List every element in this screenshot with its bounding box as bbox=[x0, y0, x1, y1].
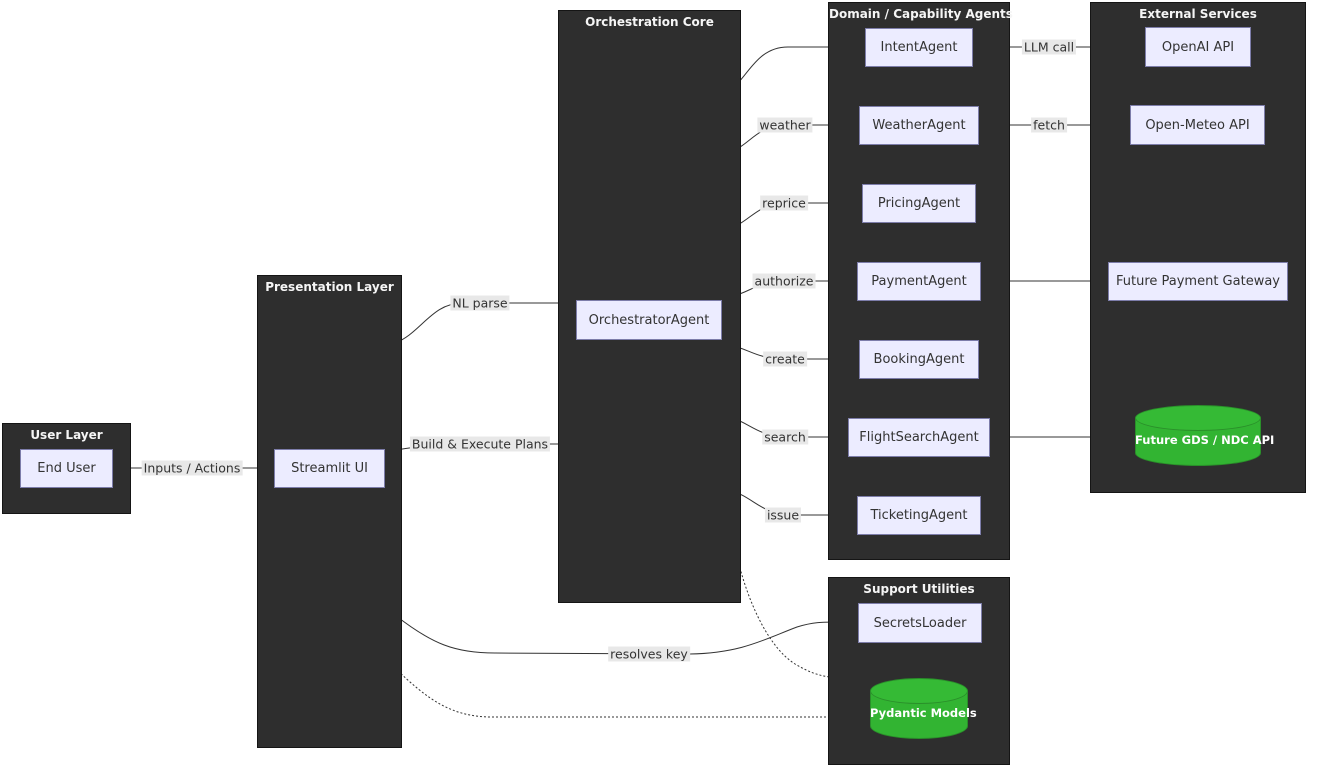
edge-label-reprice: reprice bbox=[760, 195, 808, 211]
node-future-gds-ndc-api-label: Future GDS / NDC API bbox=[1135, 433, 1275, 448]
node-pricing-agent: PricingAgent bbox=[862, 184, 976, 223]
cylinder-top-ellipse bbox=[1135, 405, 1261, 431]
cluster-orchestration-core-title: Orchestration Core bbox=[585, 15, 714, 29]
edge-label-authorize: authorize bbox=[752, 273, 816, 289]
node-ticketing-agent: TicketingAgent bbox=[857, 496, 981, 535]
edge-label-create: create bbox=[763, 351, 807, 367]
cluster-presentation-layer: Presentation Layer bbox=[257, 275, 402, 748]
cylinder-top-ellipse bbox=[870, 678, 968, 704]
node-streamlit-ui: Streamlit UI bbox=[274, 449, 385, 488]
cluster-user-layer-title: User Layer bbox=[30, 428, 103, 442]
node-openai-api: OpenAI API bbox=[1145, 27, 1251, 67]
edge-label-weather: weather bbox=[757, 117, 813, 133]
node-pydantic-models: Pydantic Models bbox=[870, 678, 977, 739]
edge-label-nl-parse: NL parse bbox=[450, 295, 510, 311]
cluster-support-utilities-title: Support Utilities bbox=[863, 582, 975, 596]
edge-label-resolves-key: resolves key bbox=[608, 646, 690, 662]
node-pydantic-models-label: Pydantic Models bbox=[870, 706, 977, 721]
edge-label-search: search bbox=[762, 429, 808, 445]
edge-label-inputs-actions: Inputs / Actions bbox=[141, 460, 243, 476]
node-future-gds-ndc-api: Future GDS / NDC API bbox=[1135, 405, 1275, 466]
cluster-external-services: External Services bbox=[1090, 2, 1306, 493]
edge-streamlit-pydantic-dotted bbox=[394, 667, 842, 718]
node-open-meteo-api: Open-Meteo API bbox=[1130, 105, 1265, 145]
cluster-domain-agents-title: Domain / Capability Agents bbox=[829, 7, 1013, 21]
node-payment-agent: PaymentAgent bbox=[857, 262, 981, 301]
edge-label-fetch: fetch bbox=[1031, 117, 1067, 133]
node-intent-agent: IntentAgent bbox=[865, 28, 973, 67]
cluster-external-services-title: External Services bbox=[1139, 7, 1257, 21]
node-weather-agent: WeatherAgent bbox=[859, 106, 979, 145]
node-flight-search-agent: FlightSearchAgent bbox=[848, 418, 990, 457]
node-booking-agent: BookingAgent bbox=[859, 340, 979, 379]
edge-label-build-execute-plans: Build & Execute Plans bbox=[409, 436, 551, 452]
cluster-presentation-layer-title: Presentation Layer bbox=[265, 280, 394, 294]
edge-streamlit-secretsloader bbox=[394, 614, 841, 655]
edge-orchestrator-pydantic-dotted bbox=[736, 555, 843, 679]
node-future-payment-gateway: Future Payment Gateway bbox=[1108, 262, 1288, 301]
edge-orchestrator-intent bbox=[729, 46, 840, 91]
node-orchestrator-agent: OrchestratorAgent bbox=[576, 300, 722, 340]
node-end-user: End User bbox=[20, 449, 113, 488]
edge-label-llm-call: LLM call bbox=[1021, 39, 1077, 55]
edge-label-issue: issue bbox=[764, 507, 802, 523]
node-secrets-loader: SecretsLoader bbox=[858, 603, 982, 643]
